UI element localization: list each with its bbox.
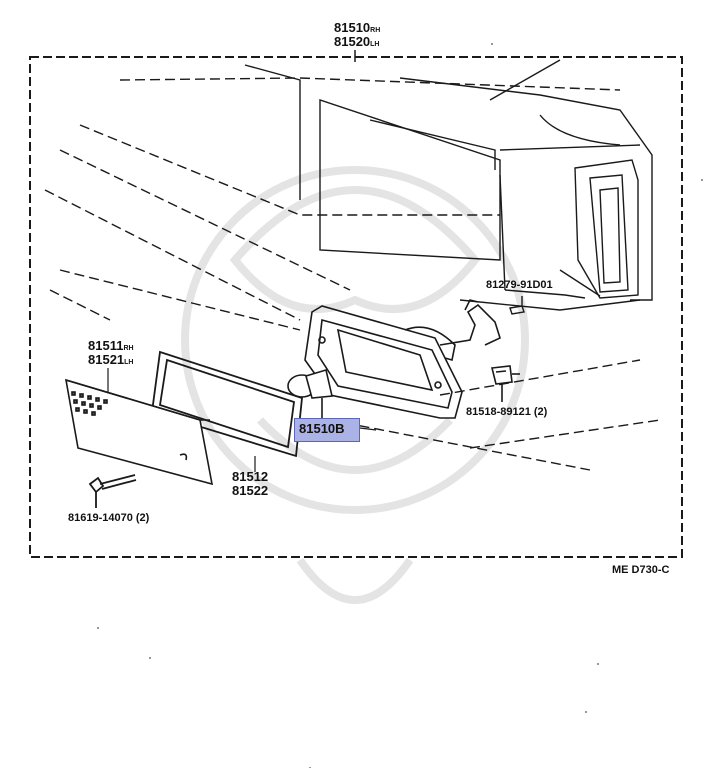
label-lens-lh: 81521 (88, 352, 125, 367)
label-top-rh: 81510 (334, 20, 371, 35)
label-lens-part[interactable]: 81511RH (88, 339, 134, 356)
label-top-part[interactable]: 81510RH (334, 21, 380, 38)
lens (64, 378, 214, 486)
label-lens-rh-suffix: RH (123, 345, 134, 352)
label-screw-bottom[interactable]: 81619-14070 (2) (68, 512, 150, 524)
label-nut[interactable]: 81518-89121 (2) (466, 406, 548, 418)
lamp-housing (304, 299, 501, 419)
label-screw-top[interactable]: 81279-91D01 (486, 279, 553, 291)
scan-dots (97, 43, 703, 769)
label-lens-part-lh[interactable]: 81521LH (88, 353, 134, 370)
leader-lines (107, 368, 377, 472)
label-diagram-code: ME D730-C (612, 564, 670, 576)
label-top-part-lh[interactable]: 81520LH (334, 35, 380, 52)
label-top-lh: 81520 (334, 34, 371, 49)
screw-top (509, 296, 525, 315)
bulb (287, 368, 333, 420)
car-body-outline (44, 59, 661, 471)
label-gasket-b[interactable]: 81522 (232, 483, 269, 498)
nut-clip (491, 365, 520, 402)
bolt-bottom (88, 474, 137, 508)
gasket (151, 350, 303, 458)
label-lens-lh-suffix: LH (124, 359, 134, 366)
highlight-box (294, 418, 360, 442)
frame-border (29, 56, 683, 558)
label-top-lh-suffix: LH (370, 41, 380, 48)
label-lens-rh: 81511 (88, 338, 124, 353)
label-gasket-a[interactable]: 81512 (232, 469, 269, 484)
label-bulb-part[interactable]: 81510B (299, 421, 345, 436)
label-top-rh-suffix: RH (370, 27, 381, 34)
watermark-emblem (181, 166, 529, 604)
